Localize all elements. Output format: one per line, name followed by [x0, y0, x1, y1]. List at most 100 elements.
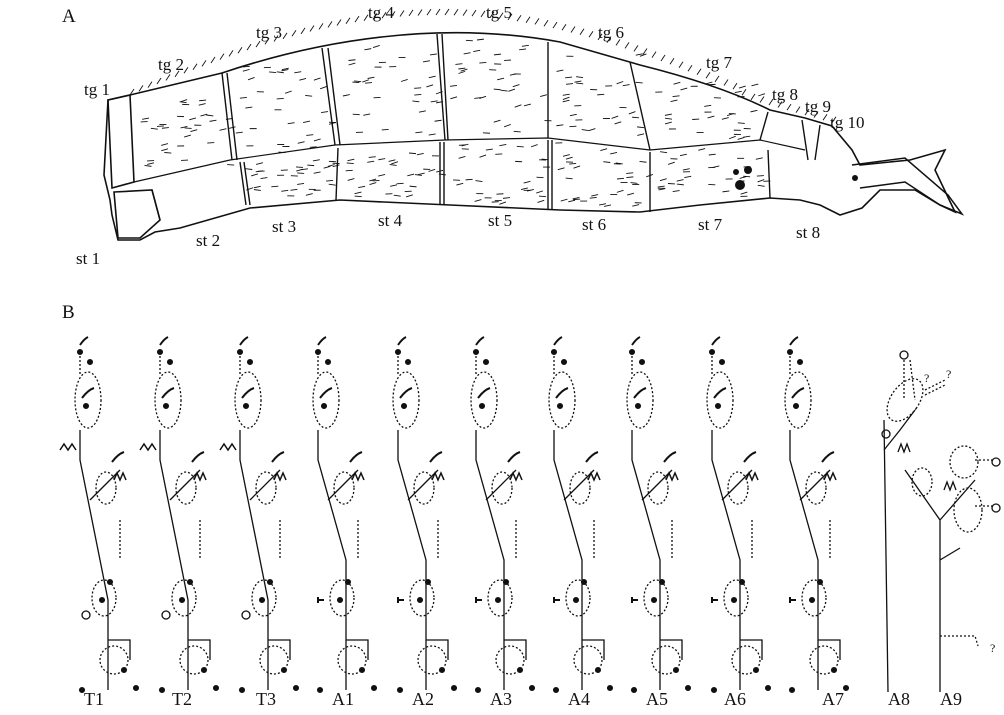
- seta: [419, 111, 426, 112]
- marginal-bristle: [436, 9, 440, 15]
- ventral-branch: [188, 640, 210, 660]
- label-tg-8: tg 8: [772, 85, 798, 104]
- seta: [245, 107, 252, 108]
- label-st-3: st 3: [272, 217, 296, 236]
- segment-column: [549, 337, 612, 692]
- comb-row: [510, 473, 522, 480]
- seta: [632, 117, 639, 118]
- a9-sensillum-field-2: [954, 488, 982, 532]
- thoracic-ring: [242, 611, 250, 619]
- dorsal-field: [707, 372, 733, 428]
- lateral-seta: [430, 452, 442, 462]
- seta: [303, 121, 310, 123]
- comb-row: [352, 473, 364, 480]
- segment-label-t2: T2: [172, 689, 192, 709]
- seta: [373, 180, 380, 181]
- marginal-bristle: [634, 45, 638, 51]
- panel-b-label: B: [62, 302, 75, 323]
- seta: [281, 190, 288, 191]
- lateral-branch: [328, 470, 358, 500]
- seta: [189, 118, 196, 120]
- seta: [514, 131, 521, 132]
- seta: [636, 54, 643, 55]
- marginal-bristle: [445, 9, 449, 15]
- seta: [417, 153, 424, 154]
- seta: [354, 81, 361, 82]
- sensillum-dot: [338, 598, 343, 603]
- seta: [513, 85, 520, 87]
- seta: [162, 128, 169, 129]
- segment-diagrams: [60, 337, 848, 692]
- seta: [458, 68, 465, 69]
- sensillum-dot: [168, 360, 173, 365]
- marginal-bristle: [751, 94, 755, 100]
- seta: [429, 134, 436, 135]
- seta: [355, 192, 362, 194]
- sensillum-dot: [318, 688, 323, 693]
- seta: [370, 183, 377, 185]
- seta: [722, 118, 729, 120]
- lateral-branch: [170, 470, 200, 500]
- seta: [521, 188, 528, 190]
- seta: [563, 94, 570, 95]
- lateral-seta: [192, 452, 204, 462]
- sternite-labels: st 1 st 2 st 3 st 4 st 5 st 6 st 7 st 8: [76, 211, 820, 268]
- segment-label-a5: A5: [646, 689, 668, 709]
- marginal-bristle: [454, 9, 458, 15]
- segment-column: [393, 337, 456, 692]
- sensillum-dot: [108, 580, 113, 585]
- seta: [406, 195, 413, 197]
- sensillum-dot: [418, 598, 423, 603]
- seta: [570, 114, 577, 115]
- sensillum-dot: [686, 686, 691, 691]
- seta: [389, 160, 396, 162]
- ventral-branch: [268, 640, 290, 660]
- seta: [407, 174, 414, 176]
- marginal-bristle: [229, 50, 233, 56]
- seta: [665, 122, 672, 124]
- seta: [517, 146, 524, 147]
- seta: [597, 94, 604, 95]
- seta: [161, 144, 168, 146]
- seta: [435, 120, 442, 121]
- sensillum-dot: [440, 668, 445, 673]
- seta: [320, 86, 327, 88]
- seta: [245, 169, 252, 170]
- seta: [373, 45, 380, 47]
- sensillum-dot: [608, 686, 613, 691]
- spiracle-marks: [733, 166, 858, 190]
- marginal-bristle: [157, 78, 161, 84]
- abdominal-cross: [712, 597, 718, 603]
- sensillum-dot: [636, 404, 641, 409]
- sensillum-dot: [674, 668, 679, 673]
- label-tg-3: tg 3: [256, 23, 282, 42]
- seta: [677, 180, 684, 182]
- seta: [475, 200, 482, 202]
- segment-label-a8: A8: [888, 689, 910, 709]
- sensillum-dot: [282, 668, 287, 673]
- lateral-branch: [90, 470, 120, 500]
- seta: [522, 45, 529, 46]
- seta: [297, 183, 304, 184]
- seta: [220, 129, 227, 131]
- query-mark-2: ?: [946, 367, 951, 381]
- seta: [680, 88, 687, 90]
- seta: [573, 166, 580, 168]
- seta: [321, 112, 328, 113]
- segment-label-t1: T1: [84, 689, 104, 709]
- sensillum-dot: [652, 598, 657, 603]
- seta: [738, 137, 745, 139]
- sensillum-dot: [632, 688, 637, 693]
- seta: [757, 176, 764, 177]
- seta: [706, 82, 713, 84]
- seta: [758, 94, 765, 96]
- seta: [206, 115, 213, 116]
- segment-labels: T1 T2 T3 A1 A2 A3 A4 A5 A6 A7 A8 A9: [84, 689, 962, 709]
- field-seta: [82, 388, 94, 398]
- segment-label-a4: A4: [568, 689, 590, 709]
- sensillum-dot: [248, 360, 253, 365]
- seta: [418, 173, 425, 175]
- seta: [164, 152, 171, 153]
- seta: [674, 82, 681, 84]
- sensillum-dot: [716, 404, 721, 409]
